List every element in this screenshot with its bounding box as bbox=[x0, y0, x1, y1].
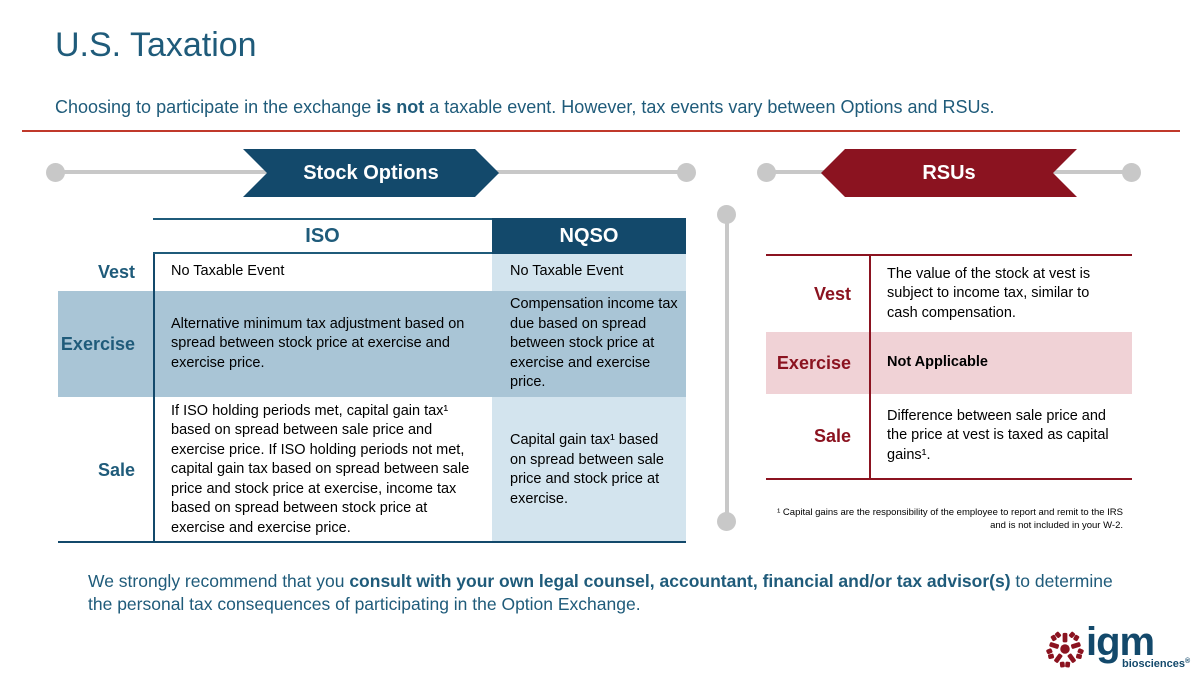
row-label: Exercise bbox=[776, 352, 851, 373]
iso-cell: No Taxable Event bbox=[171, 263, 285, 279]
rsus-header: RSUs bbox=[821, 149, 1077, 197]
rsu-connector-left-dot bbox=[757, 163, 776, 182]
iso-cell: Alternative minimum tax adjustment based… bbox=[171, 315, 465, 371]
rsu-cell: Not Applicable bbox=[887, 354, 988, 371]
options-bottom-border bbox=[58, 541, 686, 543]
rsu-row-exercise: Exercise Not Applicable bbox=[766, 332, 1132, 394]
section-separator-line bbox=[725, 214, 729, 522]
rsu-cell: Difference between sale price and the pr… bbox=[887, 407, 1109, 463]
subtitle-text-start: Choosing to participate in the exchange bbox=[55, 97, 377, 117]
options-connector-right-dot bbox=[677, 163, 696, 182]
rsu-bottom-border bbox=[766, 478, 1132, 480]
row-label: Sale bbox=[813, 425, 851, 446]
nqso-cell: No Taxable Event bbox=[492, 254, 686, 291]
recommendation-emphasis: consult with your own legal counsel, acc… bbox=[349, 571, 1011, 591]
recommendation-text: We strongly recommend that you consult w… bbox=[88, 570, 1118, 616]
rsu-row-vest: Vest The value of the stock at vest is s… bbox=[766, 254, 1132, 332]
logo-subtext: biosciences® bbox=[1122, 658, 1190, 670]
logo-wordmark: igm bbox=[1086, 620, 1155, 664]
page-subtitle: Choosing to participate in the exchange … bbox=[55, 97, 995, 118]
igm-antibody-mark-icon bbox=[1046, 630, 1084, 668]
options-connector-left-dot bbox=[46, 163, 65, 182]
options-row-exercise: Exercise Alternative minimum tax adjustm… bbox=[58, 291, 686, 397]
igm-logo: igm biosciences® bbox=[1046, 620, 1196, 672]
iso-column-header: ISO bbox=[153, 218, 492, 254]
row-label: Vest bbox=[97, 262, 135, 282]
rsu-cell: The value of the stock at vest is subjec… bbox=[887, 265, 1091, 321]
subtitle-text-end: a taxable event. However, tax events var… bbox=[424, 97, 995, 117]
options-row-sale: Sale If ISO holding periods met, capital… bbox=[58, 397, 686, 543]
recommendation-end: to determine the personal tax consequenc… bbox=[88, 571, 1113, 614]
row-label: Sale bbox=[97, 459, 135, 480]
registered-mark: ® bbox=[1184, 658, 1191, 665]
subtitle-emphasis: is not bbox=[376, 97, 425, 117]
logo-subtext-word: biosciences bbox=[1122, 658, 1185, 670]
nqso-cell: Compensation income tax due based on spr… bbox=[492, 291, 686, 397]
iso-cell: If ISO holding periods met, capital gain… bbox=[171, 402, 470, 536]
title-divider bbox=[22, 130, 1180, 132]
page-title: U.S. Taxation bbox=[55, 26, 257, 64]
separator-bottom-dot bbox=[717, 512, 736, 531]
stock-options-header: Stock Options bbox=[243, 149, 499, 197]
row-label: Exercise bbox=[60, 333, 135, 354]
row-label: Vest bbox=[813, 283, 851, 304]
rsu-connector-right-dot bbox=[1122, 163, 1141, 182]
options-row-vest: Vest No Taxable Event No Taxable Event bbox=[58, 254, 686, 291]
nqso-cell: Capital gain tax¹ based on spread betwee… bbox=[492, 397, 686, 543]
options-label-divider bbox=[153, 254, 155, 543]
nqso-column-header: NQSO bbox=[492, 218, 686, 254]
recommendation-start: We strongly recommend that you bbox=[88, 571, 350, 591]
rsu-label-divider bbox=[869, 254, 871, 478]
rsu-row-sale: Sale Difference between sale price and t… bbox=[766, 394, 1132, 478]
separator-top-dot bbox=[717, 205, 736, 224]
capital-gains-footnote: ¹ Capital gains are the responsibility o… bbox=[777, 507, 1123, 531]
